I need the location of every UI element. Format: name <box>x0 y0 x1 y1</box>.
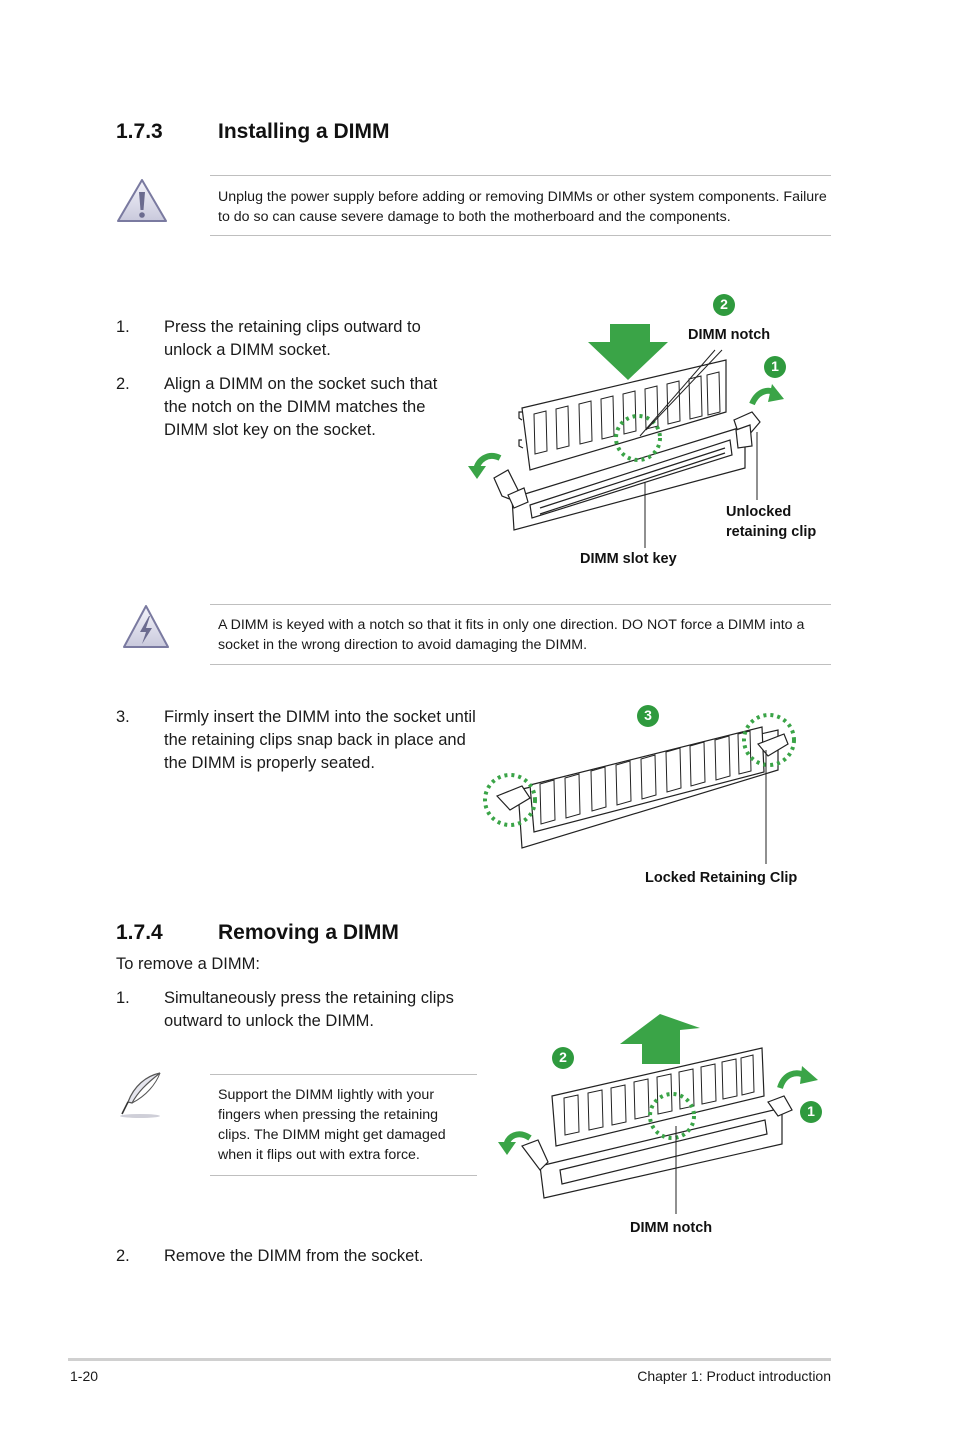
step-badge-3-label: 3 <box>644 707 652 723</box>
step-badge-2 <box>713 294 735 316</box>
remove-intro: To remove a DIMM: <box>116 955 260 973</box>
dimm-remove-figure <box>498 1014 822 1214</box>
dimm-notch-label: DIMM notch <box>688 327 771 343</box>
notch-highlight-removing <box>648 1092 696 1140</box>
dimm-socket-removing <box>539 1107 783 1199</box>
remove-step-2-number: 2. <box>116 1247 130 1265</box>
footer-rule <box>68 1358 831 1361</box>
step-badge-1 <box>764 356 786 378</box>
dimm-chips-removing <box>563 1054 755 1136</box>
section-number-remove: 1.7.4 <box>116 921 163 944</box>
notch-highlight <box>614 414 662 462</box>
caution-top-rule <box>210 604 831 605</box>
note-top-rule <box>210 1074 477 1075</box>
step-1-text: Press the retaining clips outward to unl… <box>164 318 421 359</box>
section-title-install: Installing a DIMM <box>218 120 390 143</box>
step-1-number: 1. <box>116 318 130 336</box>
remove-step-badge-2-label: 2 <box>559 1049 567 1065</box>
chapter-title: Chapter 1: Product introduction <box>637 1368 831 1384</box>
right-retaining-clip <box>733 411 761 449</box>
section-number-install: 1.7.3 <box>116 120 163 143</box>
page-number: 1-20 <box>70 1368 99 1384</box>
remove-step-2-text: Remove the DIMM from the socket. <box>164 1247 424 1265</box>
remove-step-badge-2 <box>552 1047 574 1069</box>
open-clips-removing <box>521 1095 793 1171</box>
step-2-number: 2. <box>116 375 130 393</box>
remove-step-1-number: 1. <box>116 989 130 1007</box>
caution-bottom-rule <box>210 664 831 665</box>
insert-arrow-icon <box>588 324 668 380</box>
left-clip-highlight <box>483 773 537 827</box>
dimm-socket <box>511 425 746 531</box>
remove-arrow-icon <box>620 1014 700 1064</box>
note-quill-icon <box>120 1072 161 1118</box>
unlocked-clip-label: Unlocked retaining clip <box>726 504 817 540</box>
dimm-chips <box>533 371 721 455</box>
remove-step-badge-1 <box>800 1101 822 1123</box>
warning-top-rule <box>210 175 831 176</box>
note-text: Support the DIMM lightly with your finge… <box>218 1087 446 1163</box>
dimm-locked-figure <box>483 705 796 864</box>
remove-step-badge-1-label: 1 <box>807 1103 815 1119</box>
step-2-text: Align a DIMM on the socket such that the… <box>164 375 438 439</box>
step-3-text: Firmly insert the DIMM into the socket u… <box>164 708 476 772</box>
warning-icon <box>117 179 167 222</box>
remove-step-1-text: Simultaneously press the retaining clips… <box>164 989 454 1030</box>
note-bottom-rule <box>210 1175 477 1176</box>
left-retaining-clip <box>493 469 529 509</box>
dimm-slot-key-label: DIMM slot key <box>580 551 677 567</box>
locked-clip-label: Locked Retaining Clip <box>645 870 798 886</box>
step-3-number: 3. <box>116 708 130 726</box>
warning-bottom-rule <box>210 235 831 236</box>
right-clip-highlight <box>742 713 796 767</box>
dimm-install-figure <box>468 294 786 548</box>
caution-icon <box>123 605 169 648</box>
caution-text: A DIMM is keyed with a notch so that it … <box>218 617 805 653</box>
step-badge-1-label: 1 <box>771 358 779 374</box>
step-badge-2-label: 2 <box>720 296 728 312</box>
dimm-chips-locked <box>539 730 752 825</box>
section-title-remove: Removing a DIMM <box>218 921 399 944</box>
warning-text: Unplug the power supply before adding or… <box>218 189 827 225</box>
remove-dimm-notch-label: DIMM notch <box>630 1220 713 1236</box>
step-badge-3 <box>637 705 659 727</box>
